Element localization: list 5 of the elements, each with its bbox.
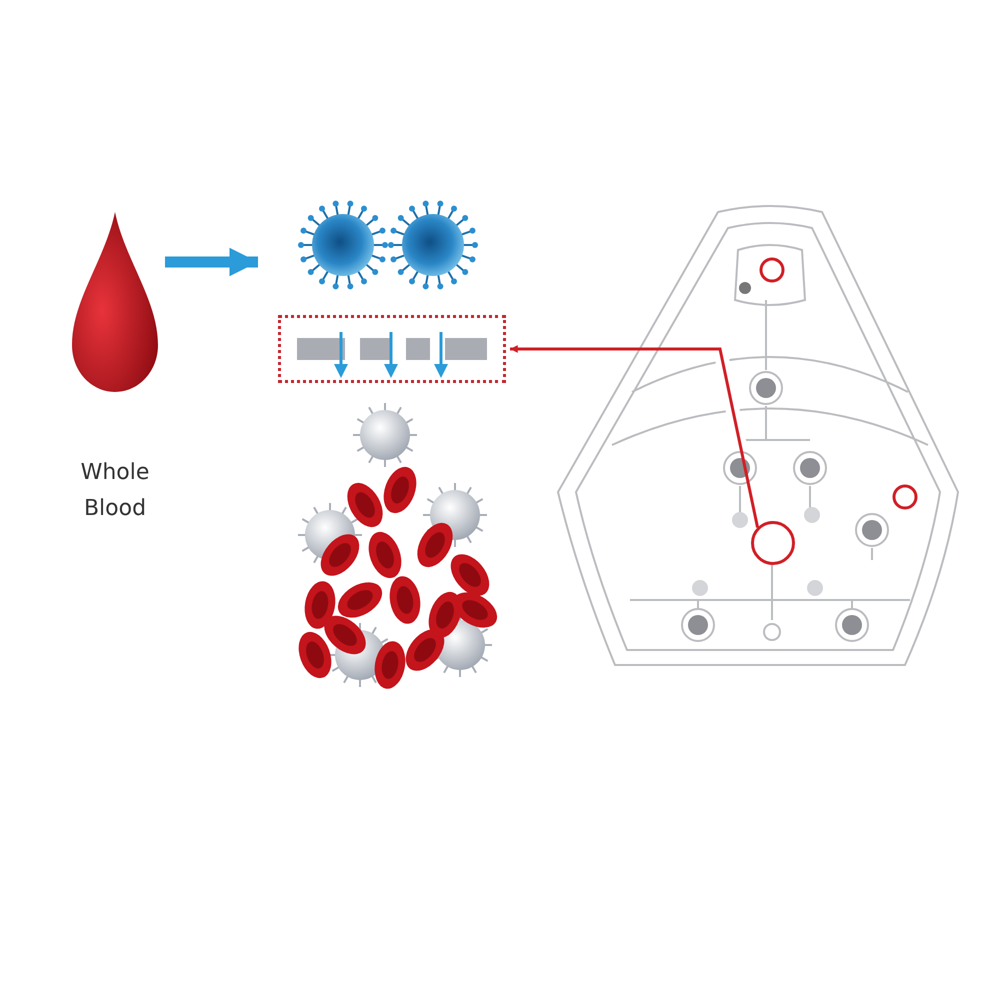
arrow bbox=[165, 248, 258, 276]
caption-text: Whole Blood bbox=[80, 459, 150, 523]
filter-membrane bbox=[278, 315, 506, 383]
arrow bbox=[510, 345, 760, 528]
sample-chamber-ring bbox=[751, 521, 795, 565]
